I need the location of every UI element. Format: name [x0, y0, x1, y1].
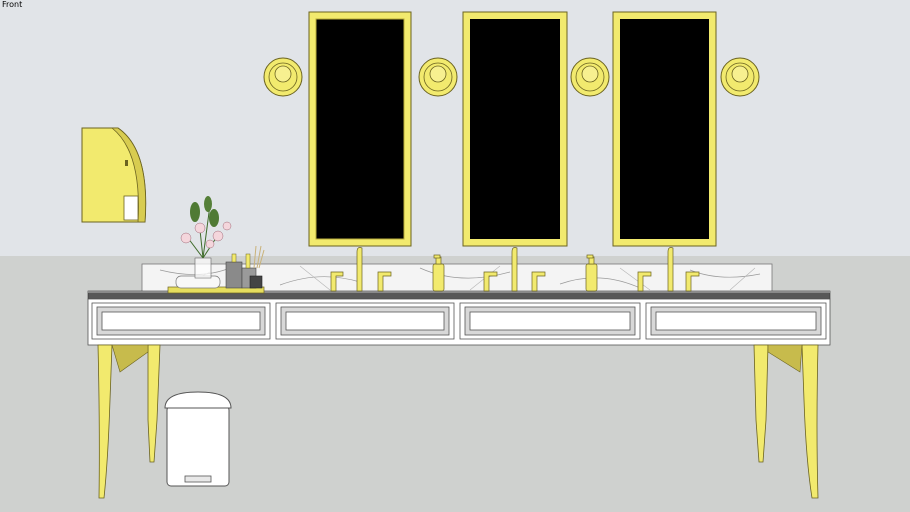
pedal-bin [164, 391, 232, 487]
drawer-4 [645, 302, 827, 340]
sconce-3 [570, 57, 610, 97]
vanity-cabinet [87, 298, 831, 346]
vanity-tray [167, 196, 265, 294]
mirror-3 [612, 11, 717, 247]
faucet-3 [637, 247, 700, 292]
sconce-4 [720, 57, 760, 97]
drawer-3 [459, 302, 641, 340]
soap-dispenser-1 [432, 254, 445, 292]
sconce-2 [418, 57, 458, 97]
vase [194, 257, 212, 279]
leg-back-left [147, 344, 161, 463]
drawer-2 [275, 302, 455, 340]
leg-brace-left [111, 344, 149, 373]
faucet-1 [330, 247, 392, 292]
leg-front-left [97, 344, 113, 499]
mirror-2 [462, 11, 568, 247]
drawer-1 [91, 302, 271, 340]
leg-front-right [801, 344, 819, 499]
faucet-2 [483, 247, 546, 292]
leg-brace-right [767, 344, 803, 373]
toiletry-set [225, 245, 265, 289]
soap-dispenser-2 [585, 254, 598, 292]
sconce-1 [263, 57, 303, 97]
paper-towel-dispenser [81, 127, 147, 223]
view-label: Front [2, 0, 23, 9]
flowers [180, 196, 232, 259]
mirror-1 [308, 11, 412, 247]
